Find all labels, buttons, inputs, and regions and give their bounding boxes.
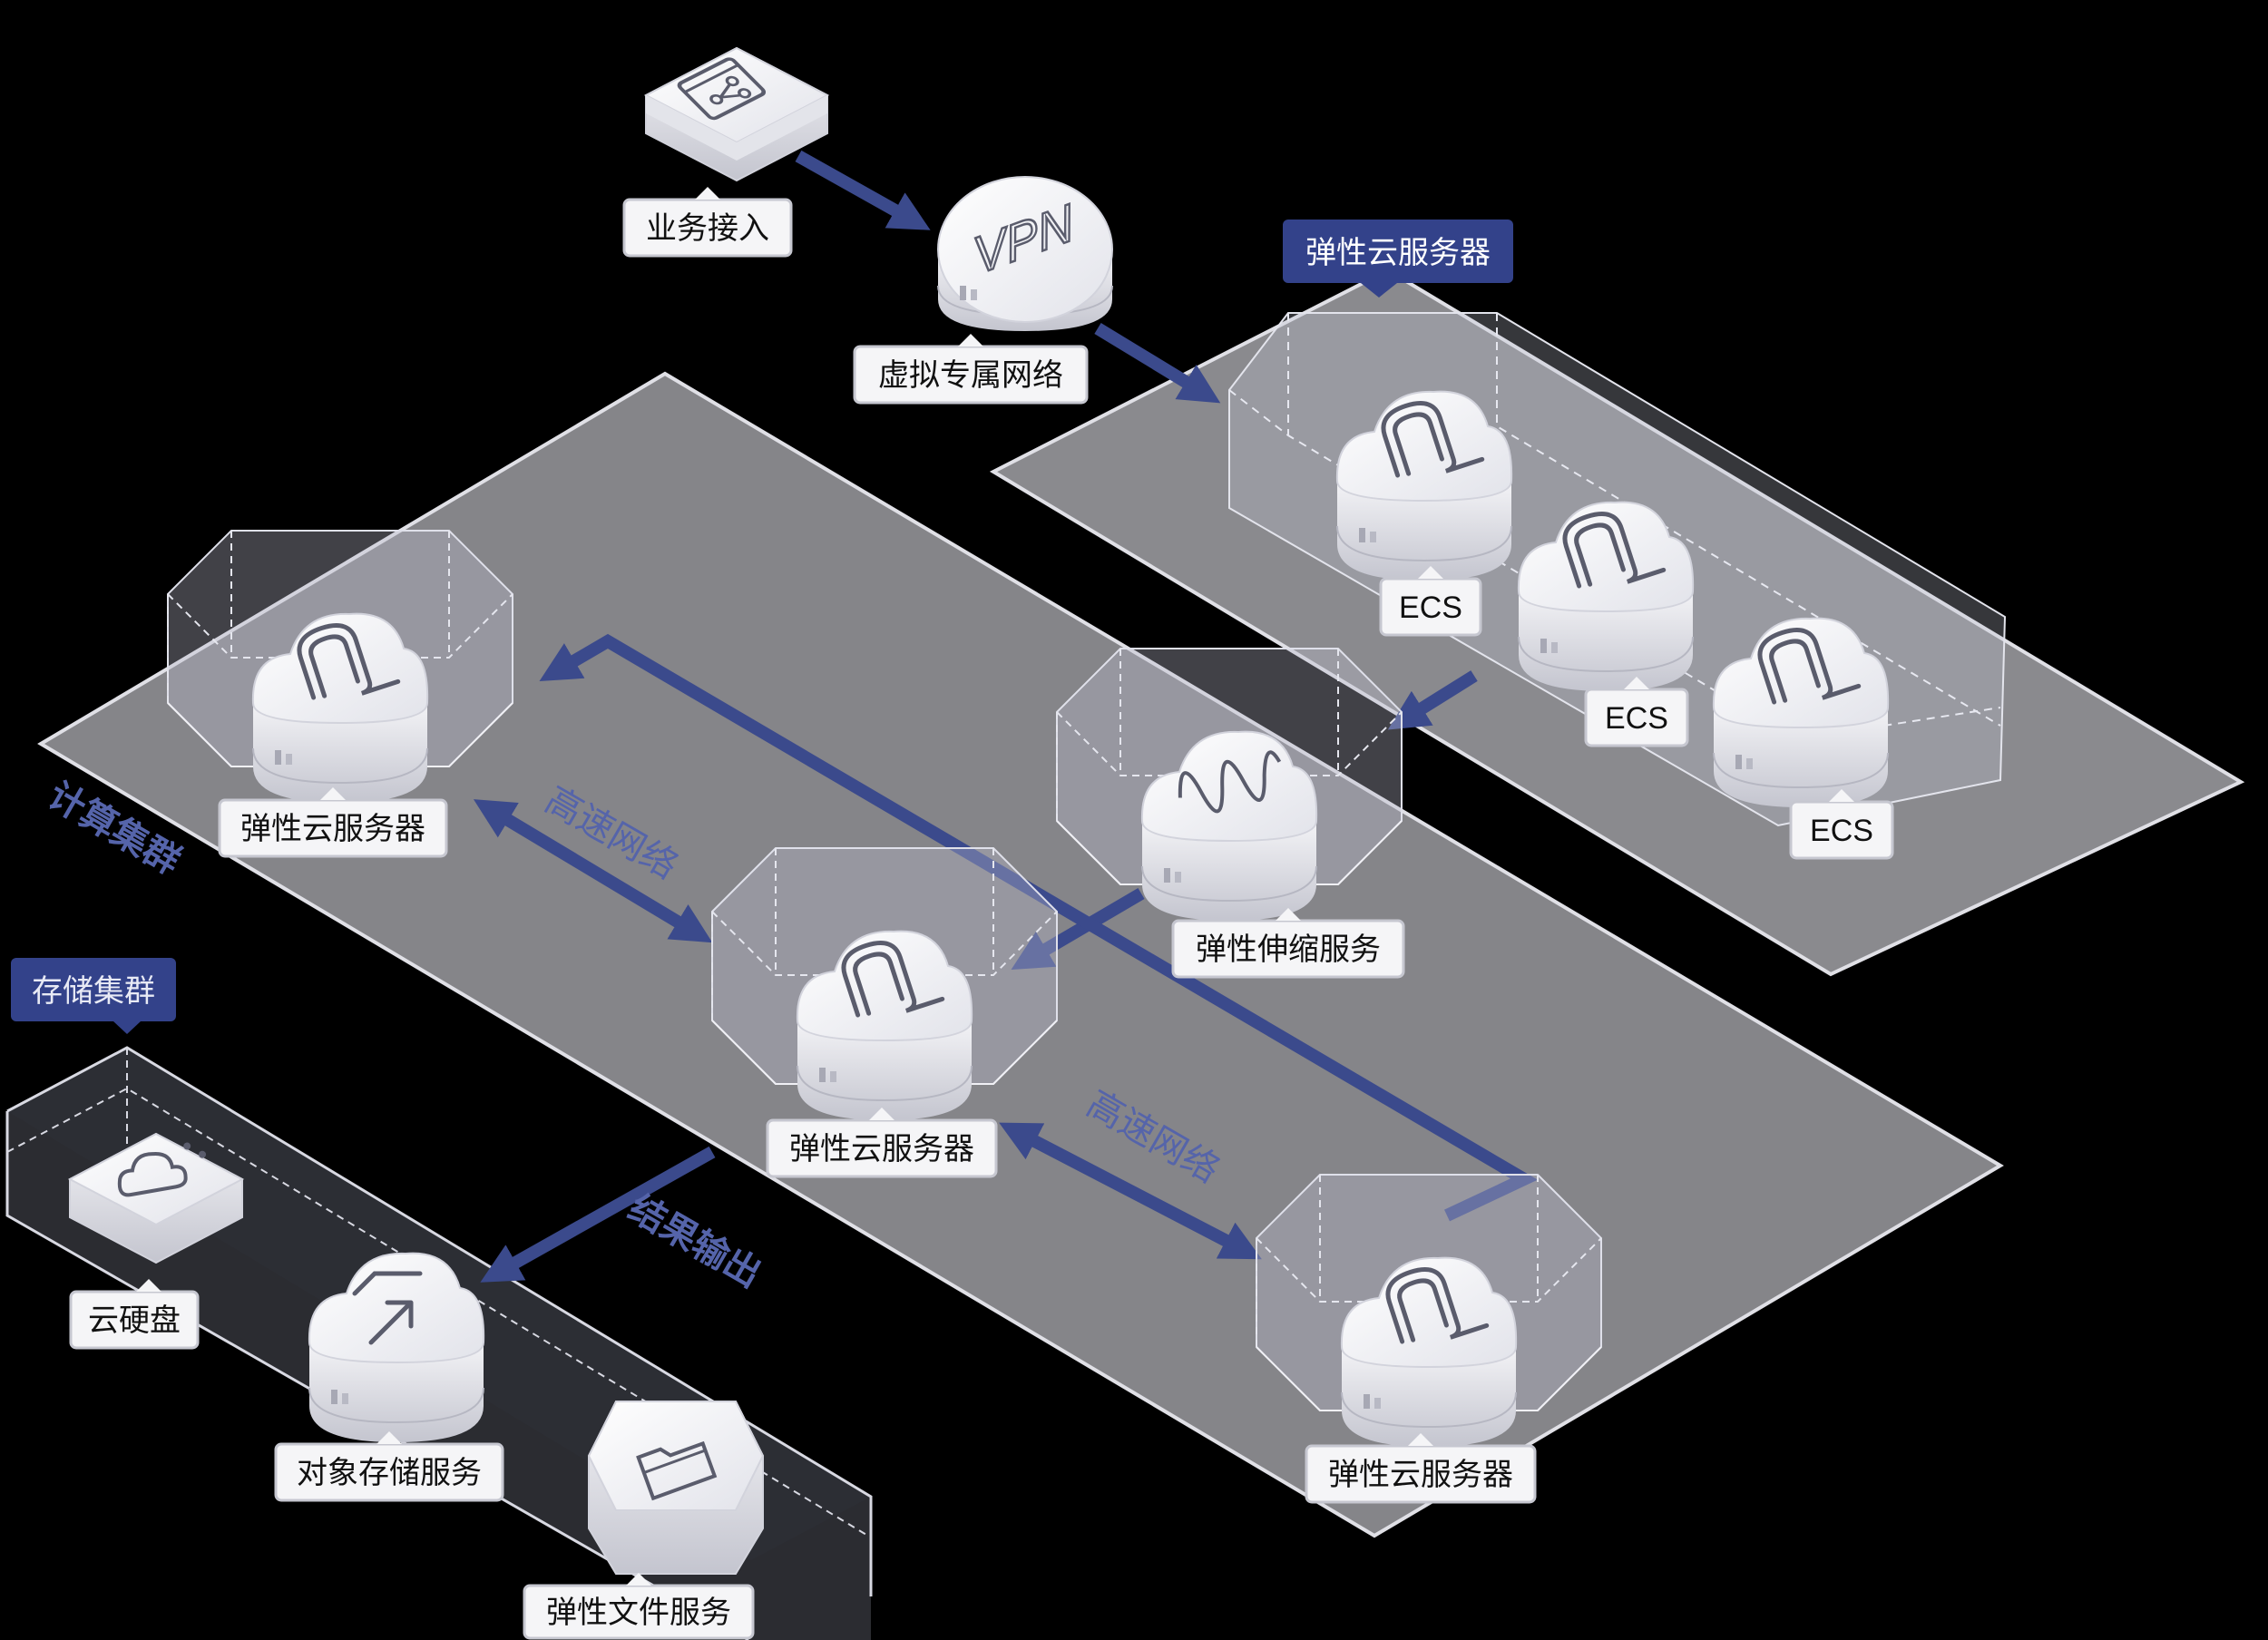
svg-text:ECS: ECS (1810, 814, 1873, 848)
svg-text:弹性伸缩服务: 弹性伸缩服务 (1196, 932, 1381, 968)
svg-text:ECS: ECS (1399, 591, 1462, 625)
label-business-access: 业务接入 (622, 187, 793, 258)
ecs-group-title: 弹性云服务器 (1305, 235, 1491, 271)
business-access-node[interactable] (643, 46, 830, 182)
label-ecs-3: ECS (1789, 789, 1894, 860)
file-service-node[interactable] (587, 1401, 765, 1575)
svg-text:云硬盘: 云硬盘 (88, 1303, 181, 1339)
svg-text:弹性文件服务: 弹性文件服务 (546, 1595, 731, 1631)
label-ecs-1: ECS (1379, 566, 1482, 637)
label-ecs-center: 弹性云服务器 (766, 1108, 998, 1178)
vpn-node[interactable]: VPN (937, 176, 1113, 331)
label-ecs-bottom-right: 弹性云服务器 (1305, 1433, 1537, 1504)
label-auto-scaling: 弹性伸缩服务 (1171, 908, 1405, 979)
auto-scaling-icon (1178, 750, 1282, 814)
upload-arrow-icon (352, 1271, 423, 1345)
label-ecs-2: ECS (1584, 677, 1689, 747)
svg-text:弹性云服务器: 弹性云服务器 (789, 1131, 974, 1167)
label-cloud-disk: 云硬盘 (69, 1279, 200, 1350)
label-object-storage: 对象存储服务 (274, 1431, 504, 1502)
auto-scaling-node[interactable] (1056, 648, 1403, 922)
svg-text:弹性云服务器: 弹性云服务器 (1328, 1457, 1513, 1493)
cloud-disk-node[interactable] (67, 1132, 245, 1264)
label-vpn: 虚拟专属网络 (853, 334, 1089, 405)
workflow-window-icon (677, 57, 767, 121)
storage-cluster-title: 存储集群 (32, 973, 155, 1010)
svg-text:ECS: ECS (1605, 701, 1668, 736)
svg-text:虚拟专属网络: 虚拟专属网络 (878, 357, 1063, 394)
svg-text:业务接入: 业务接入 (646, 210, 769, 247)
svg-text:对象存储服务: 对象存储服务 (297, 1455, 482, 1491)
svg-text:弹性云服务器: 弹性云服务器 (240, 811, 425, 847)
label-ecs-left: 弹性云服务器 (218, 787, 448, 858)
storage-cluster-header: 存储集群 (11, 958, 176, 1034)
label-file-service: 弹性文件服务 (523, 1573, 755, 1640)
folder-icon (636, 1440, 718, 1501)
cloud-disk-icon (117, 1142, 207, 1197)
edge-label-result-output: 结果输出 (621, 1187, 768, 1296)
ecs-group-header: 弹性云服务器 (1283, 220, 1513, 298)
object-storage-node[interactable] (308, 1252, 485, 1443)
